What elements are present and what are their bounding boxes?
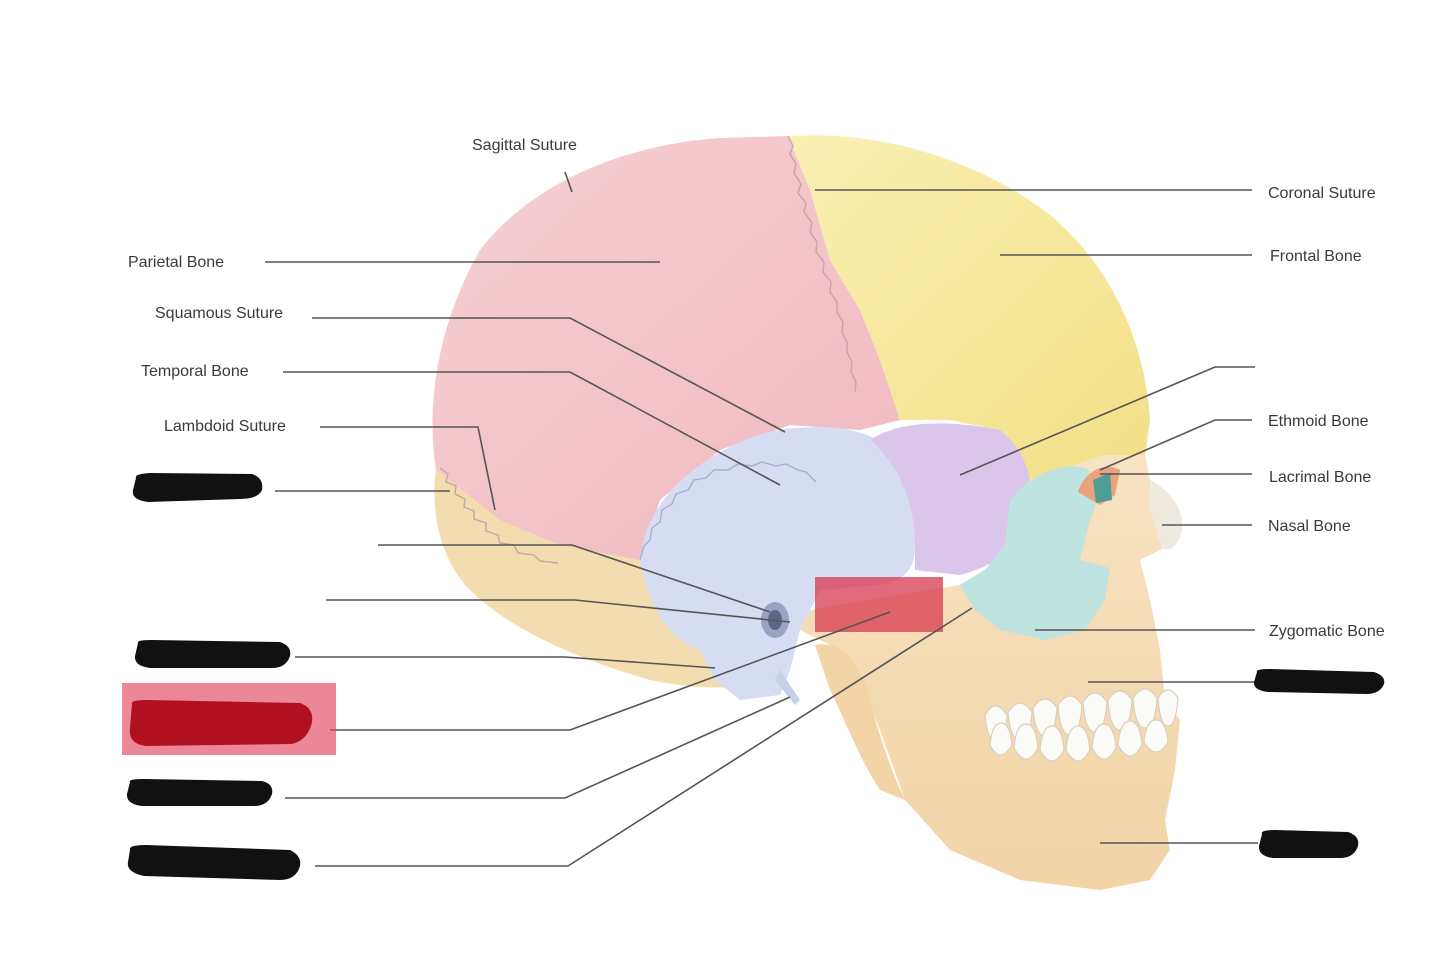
label-squamous-suture: Squamous Suture [155,305,283,322]
redaction-mark [132,473,263,502]
label-parietal-bone: Parietal Bone [128,254,224,271]
coronal-suture-line [787,135,857,393]
label-lacrimal-bone: Lacrimal Bone [1269,469,1371,486]
label-nasal-bone: Nasal Bone [1268,518,1351,535]
leader-lines [265,171,1258,867]
temporal-bone-region [640,427,915,700]
teeth [984,688,1179,762]
label-coronal-suture: Coronal Suture [1268,185,1376,202]
redactions [122,473,1385,880]
redaction-mark-red [129,700,313,746]
zygomatic-bone-region [960,466,1110,640]
styloid-process [775,670,800,705]
label-lambdoid-suture: Lambdoid Suture [164,418,286,435]
redaction-mark [126,779,273,806]
frontal-bone-region [788,135,1150,480]
skull-illustration [432,135,1183,890]
redaction-mark [1258,830,1359,858]
lacrimal-bone-region [1093,473,1112,503]
label-sagittal-suture: Sagittal Suture [472,137,577,154]
squamous-suture-line [639,461,817,561]
lambdoid-suture-line [439,467,559,564]
nasal-bone-region [1150,480,1183,550]
parietal-bone-region [432,136,900,560]
redaction-mark [1253,669,1385,694]
mandible-ramus [815,644,905,800]
label-ethmoid-bone: Ethmoid Bone [1268,413,1369,430]
highlight-box-zygomatic-arch [815,577,943,632]
redaction-mark [127,845,301,880]
label-temporal-bone: Temporal Bone [141,363,249,380]
label-zygomatic-bone: Zygomatic Bone [1269,623,1385,640]
labels: Sagittal Suture Coronal Suture Parietal … [128,137,1385,640]
redaction-mark [134,640,291,668]
label-frontal-bone: Frontal Bone [1270,248,1362,265]
